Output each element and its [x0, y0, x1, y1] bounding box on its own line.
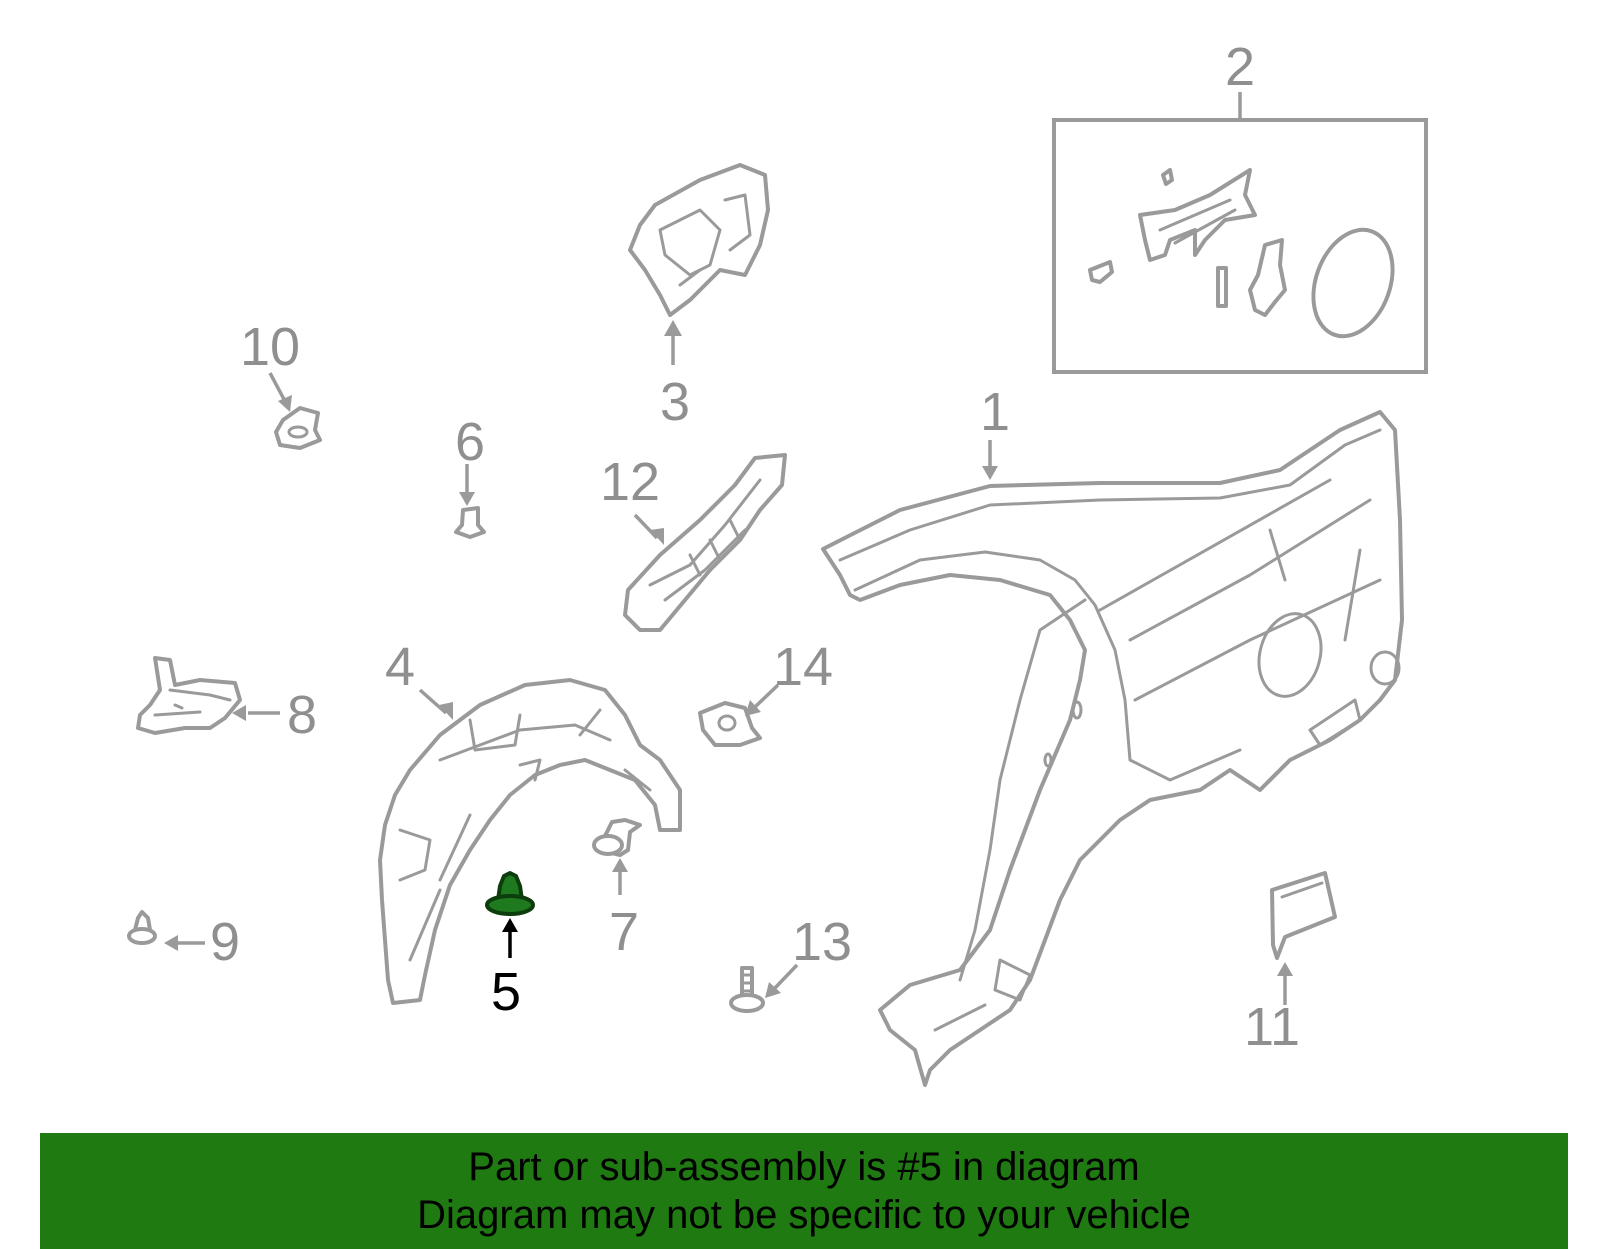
- callout-1: 1: [980, 382, 1010, 442]
- banner-line-1: Part or sub-assembly is #5 in diagram: [468, 1145, 1140, 1189]
- callout-2: 2: [1225, 37, 1255, 97]
- callout-7: 7: [609, 902, 639, 962]
- callout-8: 8: [287, 685, 317, 745]
- callout-13: 13: [792, 912, 852, 972]
- callout-10: 10: [240, 317, 300, 377]
- part-6-push-pin[interactable]: [454, 464, 486, 539]
- part-5-highlighted-pin[interactable]: [485, 871, 535, 958]
- part-1-quarter-panel[interactable]: [821, 410, 1404, 1087]
- part-9-push-pin[interactable]: [127, 910, 205, 951]
- info-banner: Part or sub-assembly is #5 in diagram Di…: [40, 1133, 1568, 1249]
- part-3-bracket[interactable]: [628, 163, 770, 365]
- banner-line-2: Diagram may not be specific to your vehi…: [417, 1193, 1191, 1237]
- part-11-pad[interactable]: [1270, 871, 1337, 1005]
- callout-5: 5: [491, 962, 521, 1022]
- part-4-wheel-liner[interactable]: [378, 678, 682, 1005]
- part-12-bracket[interactable]: [623, 453, 787, 632]
- callout-3: 3: [660, 372, 690, 432]
- callout-6: 6: [455, 412, 485, 472]
- part-2-assembly-group[interactable]: [1052, 92, 1428, 374]
- callout-4: 4: [385, 637, 415, 697]
- callout-14: 14: [773, 637, 833, 697]
- callout-9: 9: [210, 912, 240, 972]
- part-7-push-clip[interactable]: [592, 818, 642, 895]
- part-8-bracket[interactable]: [136, 656, 280, 735]
- callout-12: 12: [600, 452, 660, 512]
- callout-11: 11: [1244, 997, 1300, 1057]
- part-13-bolt[interactable]: [729, 963, 799, 1013]
- part-14-clip-nut[interactable]: [698, 683, 780, 747]
- part-10-clip[interactable]: [268, 372, 322, 450]
